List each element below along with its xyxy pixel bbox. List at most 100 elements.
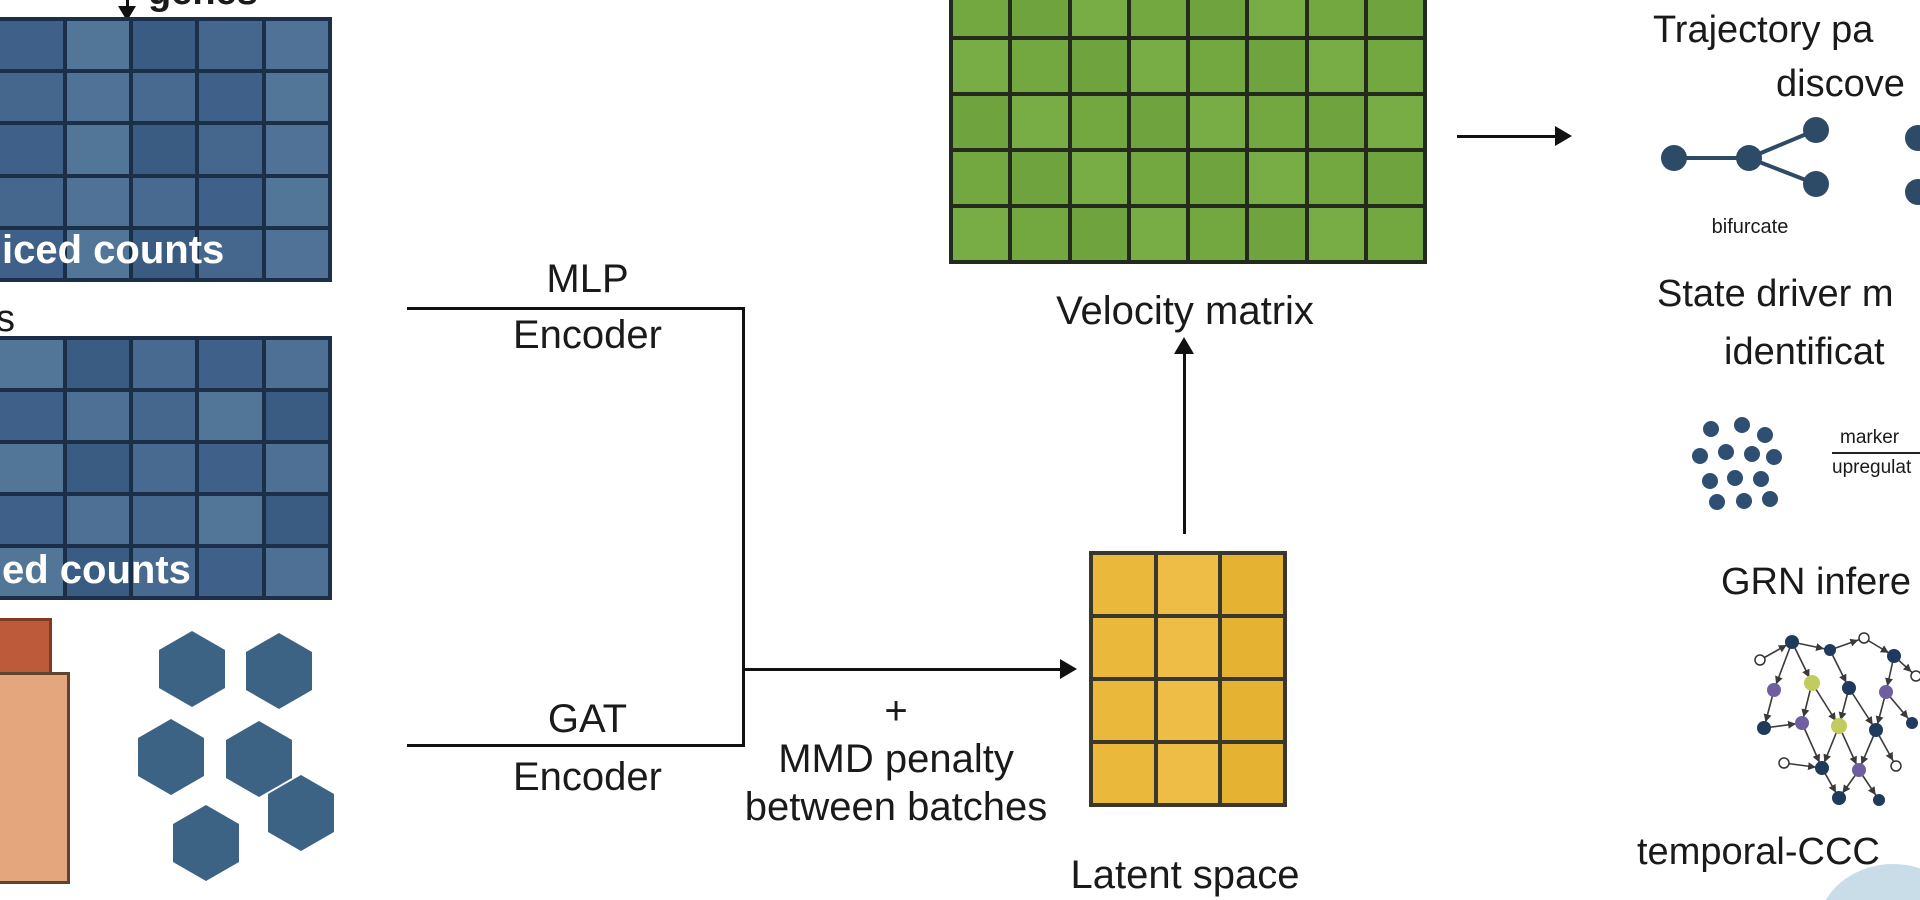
matrix-cell [1308,0,1364,36]
matrix-cell [265,73,328,122]
matrix-cell [1157,744,1219,803]
matrix-cell [66,548,129,596]
matrix-cell [132,392,196,440]
hexagon-icon [268,775,334,851]
matrix-cell [1093,555,1154,614]
matrix-cell [0,73,63,122]
matrix-cell [1012,96,1068,148]
matrix-cell [953,0,1009,36]
matrix-cell [1222,744,1283,803]
latent-arrow-line [742,668,1062,671]
matrix-cell [66,392,129,440]
matrix-cell [1130,96,1186,148]
arrow-up-icon [1174,337,1194,354]
matrix-cell [265,229,328,278]
matrix-cell [265,340,328,388]
trajectory-label-line2: discove [1776,63,1905,105]
hexagon-icon [159,631,225,707]
marker-fraction-numerator: marker [1840,427,1900,448]
matrix-cell [265,21,328,70]
matrix-cell [1157,555,1219,614]
bifurcate-diagram [1661,117,1920,205]
matrix-cell [1130,208,1186,260]
grn-network-diagram [1754,632,1920,806]
gat-encoder-label: Encoder [513,755,662,799]
matrix-cell [265,125,328,174]
matrix-cell [1367,40,1423,92]
matrix-cell [1157,618,1219,677]
matrix-cell [1071,152,1127,204]
matrix-cell [1308,208,1364,260]
arrow-right-icon [1555,126,1572,146]
matrix-cell [1249,152,1305,204]
matrix-cell [1157,681,1219,740]
image-stack-front [0,672,70,884]
matrix-cell [199,73,262,122]
spliced-counts-matrix [0,17,332,282]
mlp-encoder-line [407,307,745,310]
matrix-cell [66,496,129,544]
matrix-cell [1190,40,1246,92]
matrix-cell [1190,96,1246,148]
matrix-cell [66,340,129,388]
matrix-cell [1130,40,1186,92]
matrix-cell [0,548,63,596]
latent-space-matrix [1089,551,1287,807]
mmd-plus: + [884,689,908,733]
matrix-cell [1367,0,1423,36]
matrix-cell [0,444,63,492]
matrix-cell [132,340,196,388]
matrix-cell [1071,40,1127,92]
matrix-cell [1190,208,1246,260]
matrix-cell [953,152,1009,204]
matrix-cell [265,496,328,544]
matrix-cell [1012,152,1068,204]
arrow-right-icon [1060,659,1077,679]
matrix-cell [0,496,63,544]
velocity-matrix [949,0,1427,264]
gat-encoder-line [407,744,745,747]
genes-label: genes [148,0,258,15]
matrix-cell [953,208,1009,260]
mlp-encoder-label: Encoder [513,313,662,357]
matrix-cell [66,73,129,122]
matrix-cell [199,444,262,492]
matrix-cell [1093,681,1154,740]
matrix-cell [132,73,196,122]
matrix-cell [265,392,328,440]
velocity-matrix-label: Velocity matrix [1056,289,1314,333]
downstream-arrow-line [1457,135,1557,138]
matrix-cell [1367,208,1423,260]
matrix-cell [199,21,262,70]
matrix-cell [1093,618,1154,677]
matrix-cell [1222,555,1283,614]
trajectory-label-line1: Trajectory pa [1653,9,1874,51]
genes-arrow-line [126,0,129,8]
matrix-cell [199,496,262,544]
fraction-bar [1832,451,1920,454]
matrix-cell [132,125,196,174]
matrix-cell [66,229,129,278]
matrix-cell [1190,0,1246,36]
matrix-cell [265,177,328,226]
matrix-cell [66,177,129,226]
matrix-cell [199,125,262,174]
matrix-cell [1367,96,1423,148]
matrix-cell [0,125,63,174]
matrix-cell [1222,618,1283,677]
matrix-cell [265,548,328,596]
temporal-ccc-label: temporal-CCC [1637,831,1880,873]
unspliced-counts-label: ed counts [2,548,191,592]
matrix-cell [953,40,1009,92]
bifurcate-label: bifurcate [1711,216,1789,238]
latent-space-label: Latent space [1070,853,1300,897]
matrix-cell [1071,0,1127,36]
matrix-cell [0,177,63,226]
matrix-cell [1093,744,1154,803]
state-driver-label-line2: identificat [1724,331,1885,373]
matrix-cell [1012,40,1068,92]
marker-fraction: marker upregulat [1832,426,1920,480]
matrix-cell [1190,152,1246,204]
matrix-cell [66,21,129,70]
